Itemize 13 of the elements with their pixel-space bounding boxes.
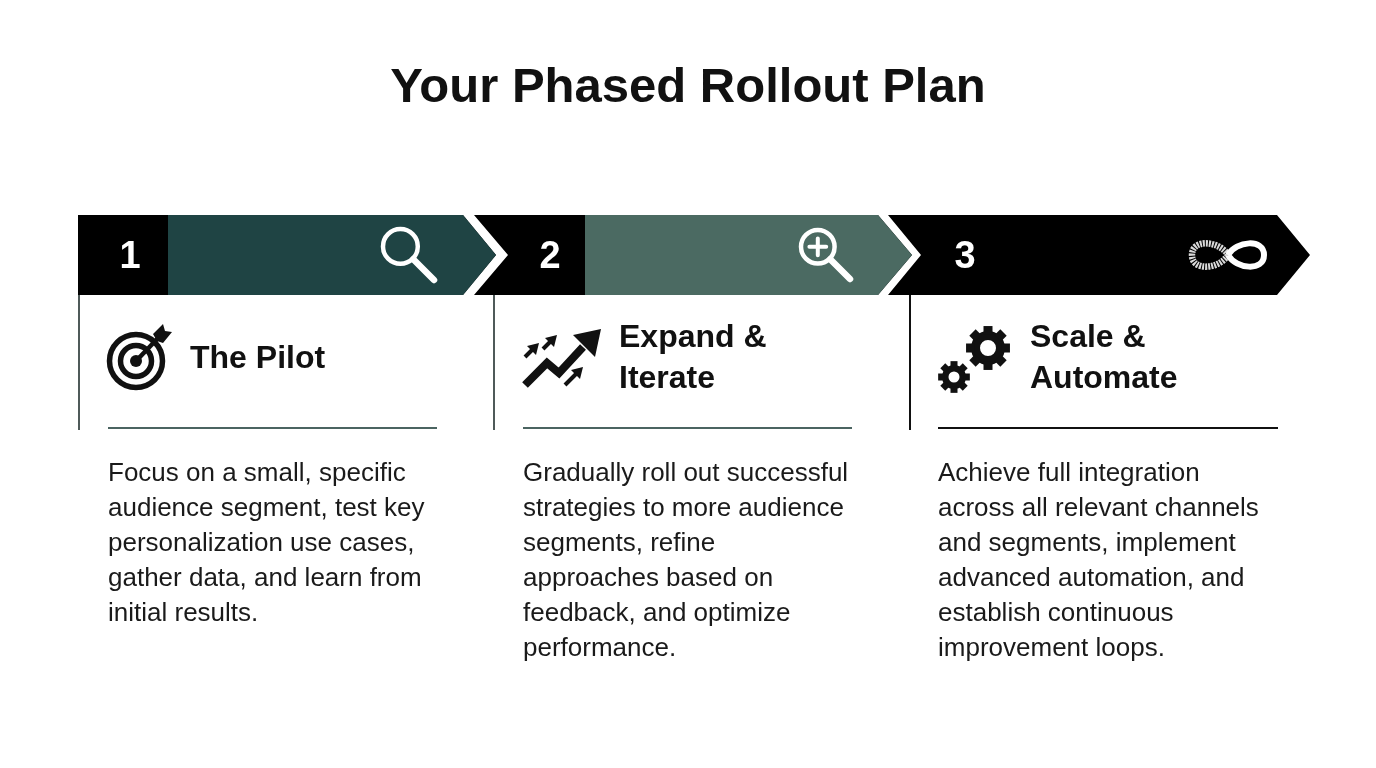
- phase-description: Gradually roll out successful strategies to more audience segments, refine approaches based on feedback, and optimize performance.: [523, 456, 850, 664]
- phase-heading: Expand & Iterate: [619, 317, 768, 397]
- phase-heading: Scale & Automate: [1030, 317, 1179, 397]
- diagram-title: Your Phased Rollout Plan: [390, 57, 986, 114]
- step-number: 2: [539, 233, 561, 277]
- step-number: 3: [954, 233, 976, 277]
- step-band: [888, 215, 1310, 295]
- step-number: 1: [119, 233, 141, 277]
- step-band: [474, 215, 912, 295]
- step-band: [78, 215, 496, 295]
- phase-description: Focus on a small, specific audience segment, test key personalization use cases, gather data, and learn from initial results.: [108, 456, 426, 629]
- phase-description: Achieve full integration across all relevant channels and segments, implement advanced automation, and establish continuous improvement loops.: [938, 456, 1260, 664]
- phase-heading: The Pilot: [190, 337, 326, 377]
